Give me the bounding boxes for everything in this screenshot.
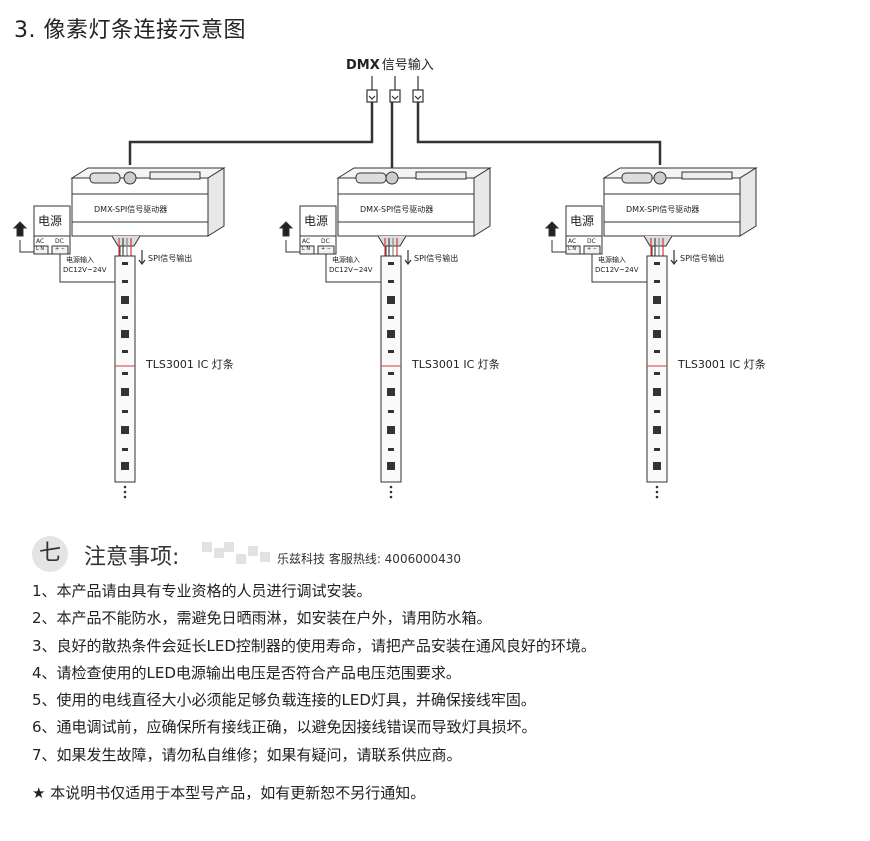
unit-2: 电源 AC L N DC + − 电源输入 DC12V~24V DMX-SPI信… [278, 167, 500, 499]
ln-label: L N [568, 246, 576, 252]
led-strip [646, 255, 668, 499]
service-hotline: 乐兹科技 客服热线: 4006000430 [277, 552, 462, 566]
spi-cable [650, 238, 664, 256]
led-strip [380, 255, 402, 499]
notice-item: 5、使用的电线直径大小必须能足够负载连接的LED灯具，并确保接线牢固。 [32, 691, 536, 710]
spi-arrow [138, 250, 146, 265]
notice-title: 注意事项: [84, 545, 180, 570]
power-supply [544, 205, 653, 283]
dmx-cables [128, 102, 662, 175]
decorative-mosaic [202, 542, 298, 566]
ac-label: AC [568, 238, 576, 245]
spi-out-label: SPI信号输出 [148, 253, 192, 263]
dmx-plug-middle [389, 76, 401, 103]
spi-cable [384, 238, 398, 256]
strip-label: TLS3001 IC 灯条 [145, 357, 234, 371]
unit-3: 电源 AC L N DC + − 电源输入 DC12V~24V DMX-SPI信… [544, 167, 766, 499]
dc-label: DC [321, 238, 330, 245]
dmx-plug-left [366, 76, 378, 103]
dmx-cable-left [128, 102, 374, 165]
strip-label: TLS3001 IC 灯条 [677, 357, 766, 371]
notice-item: 6、通电调试前，应确保所有接线正确，以避免因接线错误而导致灯具损坏。 [32, 718, 537, 737]
pm-label: + − [321, 246, 331, 252]
section-title: 3. 像素灯条连接示意图 [14, 18, 246, 43]
dc-label: DC [55, 238, 64, 245]
voltage-label: DC12V~24V [63, 266, 107, 274]
spi-out-label: SPI信号输出 [680, 253, 724, 263]
voltage-label: DC12V~24V [329, 266, 373, 274]
controller-box [70, 167, 226, 247]
ac-label: AC [302, 238, 310, 245]
spi-arrow [670, 250, 678, 265]
ln-label: L N [302, 246, 310, 252]
section-number-badge: 七 [32, 536, 68, 572]
spi-arrow [404, 250, 412, 265]
unit-1: 电源 AC L N DC + − 电源输入 DC12V~24V DMX-SPI信… [12, 167, 234, 499]
ln-label: L N [36, 246, 44, 252]
power-in-label: 电源输入 [598, 255, 626, 264]
notice-list: 1、本产品请由具有专业资格的人员进行调试安装。 2、本产品不能防水，需避免日晒雨… [32, 578, 852, 769]
spi-out-label: SPI信号输出 [414, 253, 458, 263]
voltage-label: DC12V~24V [595, 266, 639, 274]
footnote: ★ 本说明书仅适用于本型号产品，如有更新恕不另行通知。 [32, 784, 426, 802]
notice-item: 7、如果发生故障，请勿私自维修；如果有疑问，请联系供应商。 [32, 745, 462, 764]
power-in-label: 电源输入 [66, 255, 94, 264]
notice-item: 3、良好的散热条件会延长LED控制器的使用寿命，请把产品安装在通风良好的环境。 [32, 636, 596, 655]
pm-label: + − [587, 246, 597, 252]
notice-item: 4、请检查使用的LED电源输出电压是否符合产品电压范围要求。 [32, 663, 461, 682]
notice-header: 七 注意事项: 乐兹科技 客服热线: 4006000430 [32, 536, 472, 572]
power-label: 电源 [570, 214, 594, 228]
controller-box [602, 167, 758, 247]
controller-label: DMX-SPI信号驱动器 [626, 204, 699, 214]
controller-label: DMX-SPI信号驱动器 [360, 204, 433, 214]
notice-item: 2、本产品不能防水，需避免日晒雨淋，如安装在户外，请用防水箱。 [32, 609, 492, 628]
dmx-input-bold: DMX [346, 58, 380, 73]
power-in-label: 电源输入 [332, 255, 360, 264]
pm-label: + − [55, 246, 65, 252]
dc-label: DC [587, 238, 596, 245]
controller-label: DMX-SPI信号驱动器 [94, 204, 167, 214]
power-label: 电源 [38, 214, 62, 228]
power-label: 电源 [304, 214, 328, 228]
spi-cable [118, 238, 132, 256]
dmx-cable-right [416, 102, 662, 165]
led-strip [114, 255, 136, 499]
ac-label: AC [36, 238, 44, 245]
dmx-input-rest: 信号输入 [382, 57, 434, 73]
strip-label: TLS3001 IC 灯条 [411, 357, 500, 371]
notice-item: 1、本产品请由具有专业资格的人员进行调试安装。 [32, 582, 372, 600]
power-supply [12, 205, 121, 283]
power-supply [278, 205, 387, 283]
dmx-connectors [366, 76, 424, 103]
dmx-plug-right [412, 76, 424, 103]
